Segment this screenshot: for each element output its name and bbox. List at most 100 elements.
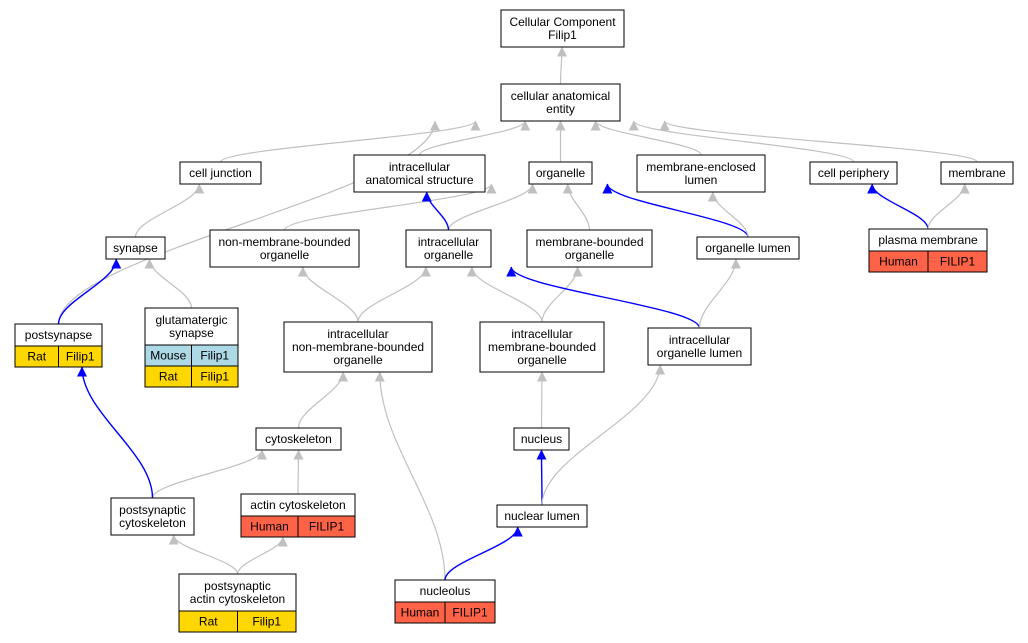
edge-psc-to-postsynapse: [77, 366, 154, 499]
node-label-line: intracellular: [389, 160, 450, 174]
node-label-line: cell junction: [189, 166, 252, 180]
node-box: [353, 154, 486, 193]
node-label-line: intracellular: [418, 235, 479, 249]
node-label-line: organelle: [333, 353, 383, 367]
node-label-line: organelle: [536, 166, 586, 180]
edge-pm-to-membrane: [927, 183, 970, 230]
node-membrane: membrane: [940, 161, 1014, 185]
node-box: [513, 427, 570, 451]
node-label-line: organelle lumen: [657, 346, 742, 360]
species-tag-label: Filip1: [200, 349, 229, 363]
species-tag-label: Human: [250, 520, 289, 534]
node-label-line: nucleolus: [420, 584, 471, 598]
node-box: [479, 321, 605, 373]
edge-ol-to-mel: [707, 191, 749, 238]
node-box: [647, 327, 752, 366]
edge-cell-periphery-to-cae: [628, 120, 855, 163]
node-label-line: membrane: [948, 166, 1006, 180]
node-label-line: organelle: [424, 248, 474, 262]
node-label-line: non-membrane-bounded: [292, 340, 424, 354]
node-label-line: intracellular: [669, 333, 730, 347]
node-label-line: lumen: [685, 173, 718, 187]
edge-pacs-to-psc: [168, 534, 239, 575]
species-tag-cell: [927, 250, 988, 273]
node-nucleus: nucleus: [513, 427, 570, 451]
node-label-line: organelle: [260, 248, 310, 262]
node-box: [636, 154, 766, 193]
node-box: [500, 9, 625, 48]
edge-cae-to-root: [556, 46, 567, 85]
edge-pm-to-cell-periphery: [867, 183, 929, 230]
node-label-line: postsynapse: [25, 328, 93, 342]
species-tag-label: FILIP1: [309, 520, 345, 534]
node-label-line: synapse: [113, 241, 158, 255]
node-label-line: anatomical structure: [365, 173, 473, 187]
species-tag-cell: [444, 601, 496, 624]
edge-iol-to-io: [506, 266, 701, 329]
node-cell-periphery: cell periphery: [809, 161, 898, 185]
edge-glut-to-synapse: [144, 258, 193, 309]
node-label-line: membrane-bounded: [535, 235, 643, 249]
node-label-line: membrane-enclosed: [646, 160, 755, 174]
node-label-line: intracellular: [511, 327, 572, 341]
node-label-line: glutamatergic: [155, 313, 227, 327]
species-tag-label: FILIP1: [452, 606, 488, 620]
edge-psc-to-cytoskeleton: [151, 449, 267, 499]
species-tag-cell: [237, 610, 297, 633]
node-label-line: Filip1: [548, 28, 577, 42]
node-box: [526, 229, 653, 268]
edge-actin-to-cytoskeleton: [293, 449, 304, 495]
node-label-line: organelle lumen: [705, 241, 790, 255]
node-label-line: organelle: [565, 248, 615, 262]
node-label-line: postsynaptic: [119, 503, 186, 517]
edge-nucleus-to-imbo: [536, 371, 547, 429]
node-box: [500, 83, 621, 122]
node-box: [105, 236, 166, 260]
node-box: [110, 497, 195, 536]
node-label-line: actin cytoskeleton: [250, 498, 345, 512]
edge-ias-to-cae: [418, 120, 531, 156]
node-synapse: synapse: [105, 236, 166, 260]
species-tag-label: Human: [401, 606, 440, 620]
node-label-line: cytoskeleton: [119, 516, 186, 530]
node-label-line: Cellular Component: [509, 15, 616, 29]
species-tag-label: Filip1: [200, 370, 229, 384]
node-cell-junction: cell junction: [179, 161, 262, 185]
edge-pacs-to-actin: [236, 536, 288, 575]
node-ol: organelle lumen: [696, 236, 800, 260]
edge-inmbo-to-io: [357, 266, 431, 323]
node-label-line: plasma membrane: [878, 233, 978, 247]
edge-nl-to-nucleus: [536, 449, 547, 506]
node-cytoskeleton: cytoskeleton: [255, 427, 342, 451]
node-box: [144, 307, 239, 346]
node-label-line: organelle: [517, 353, 567, 367]
node-label-line: postsynaptic: [204, 579, 271, 593]
node-box: [209, 229, 360, 268]
edge-postsynapse-to-synapse: [57, 258, 122, 325]
edge-ol-to-organelle: [602, 183, 749, 238]
node-organelle: organelle: [528, 161, 593, 185]
species-tag-cell: [191, 365, 239, 388]
node-nl: nuclear lumen: [496, 504, 588, 528]
species-tag-label: Mouse: [150, 349, 186, 363]
edge-iol-to-ol: [698, 258, 741, 329]
node-inmbo: intracellularnon-membrane-boundedorganel…: [283, 321, 433, 373]
edge-postsynapse-to-cae: [57, 120, 440, 325]
edge-imbo-to-mbo: [541, 266, 583, 323]
node-box: [496, 504, 588, 528]
edge-nucleolus-to-inmbo: [374, 371, 446, 581]
edge-imbo-to-io: [466, 266, 543, 323]
edge-cytoskeleton-to-inmbo: [297, 371, 349, 429]
edge-membrane-to-cae: [659, 120, 978, 163]
node-label-line: membrane-bounded: [488, 340, 596, 354]
edge-synapse-to-cell-junction: [134, 183, 205, 238]
